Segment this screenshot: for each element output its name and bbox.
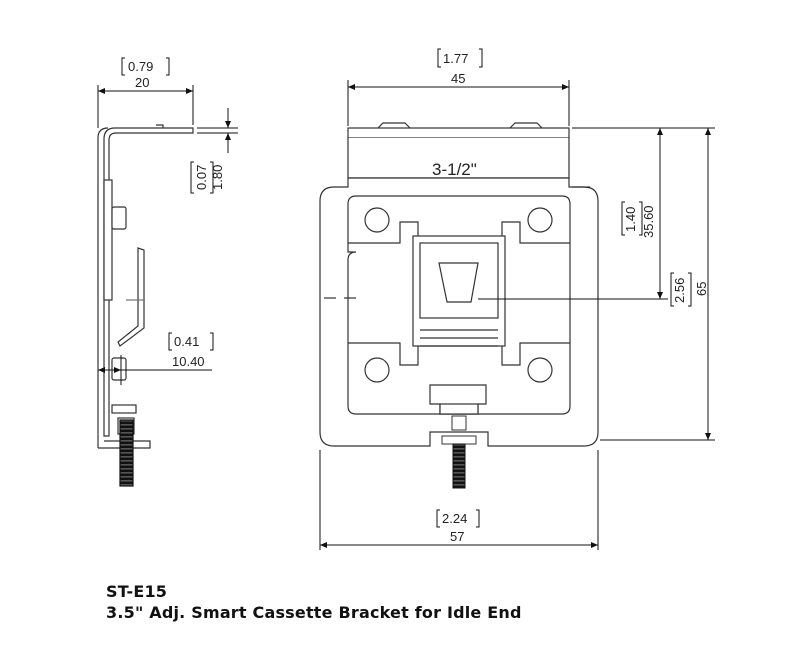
front-bolt <box>441 415 477 489</box>
svg-text:2.24: 2.24 <box>442 511 467 526</box>
svg-text:1.40: 1.40 <box>623 207 638 232</box>
size-label: 3-1/2" <box>432 160 477 179</box>
side-dimensions <box>97 85 238 385</box>
hole-top-right <box>527 207 553 233</box>
svg-text:45: 45 <box>451 71 465 86</box>
svg-text:0.41: 0.41 <box>174 334 199 349</box>
dim-flange-thickness: 0.07 1.80 <box>190 161 225 194</box>
side-view <box>97 124 194 487</box>
side-plate <box>103 127 194 437</box>
dim-top-width: 1.77 45 <box>437 48 483 86</box>
svg-text:1.77: 1.77 <box>443 51 468 66</box>
hole-bottom-left <box>364 357 390 383</box>
dim-bottom-width: 2.24 57 <box>436 509 480 544</box>
part-number: ST-E15 <box>106 582 168 601</box>
dim-window-height: 2.56 <box>670 272 692 307</box>
dim-slot-center: 1.40 35.60 <box>621 201 656 238</box>
svg-text:0.79: 0.79 <box>128 59 153 74</box>
svg-text:0.07: 0.07 <box>194 165 209 190</box>
dim-side-offset: 0.41 10.40 <box>168 332 214 369</box>
svg-text:20: 20 <box>135 75 149 90</box>
hole-bottom-right <box>527 357 553 383</box>
svg-text:35.60: 35.60 <box>641 205 656 238</box>
svg-text:2.56: 2.56 <box>672 278 687 303</box>
part-description: 3.5" Adj. Smart Cassette Bracket for Idl… <box>106 603 522 622</box>
svg-text:1.80: 1.80 <box>210 165 225 190</box>
svg-text:10.40: 10.40 <box>172 354 205 369</box>
front-dimensions <box>319 80 715 550</box>
dim-total-height: 65 <box>694 282 709 296</box>
svg-text:65: 65 <box>694 282 709 296</box>
top-flange <box>347 127 570 139</box>
side-bolt-thread <box>119 419 134 487</box>
front-view <box>319 122 599 447</box>
dim-side-width: 0.79 20 <box>121 57 170 90</box>
side-spring <box>117 247 145 347</box>
hole-top-left <box>364 207 390 233</box>
slider-slot <box>438 262 479 303</box>
svg-text:57: 57 <box>450 529 464 544</box>
